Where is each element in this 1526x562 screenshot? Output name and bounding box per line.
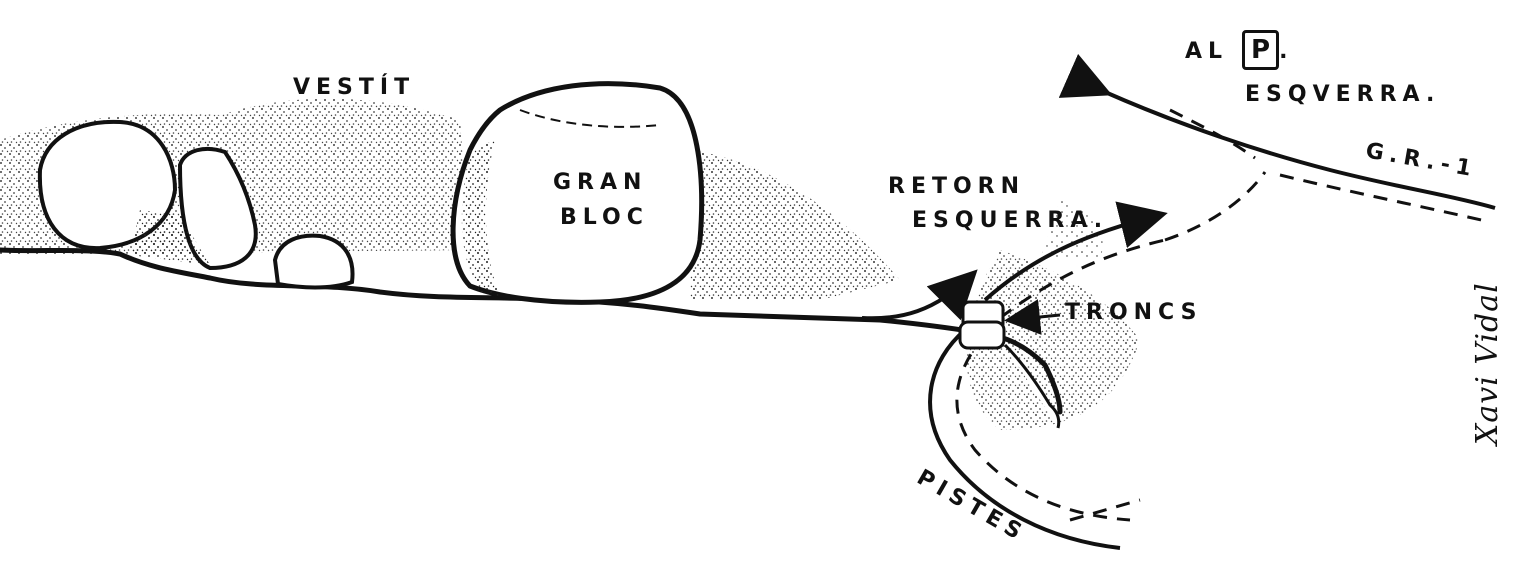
vestit-label: VESTÍT [293,75,415,100]
al-text: AL [1185,39,1228,64]
gran-label: GRAN [553,170,647,195]
retorn-label: RETORN [888,174,1025,199]
troncs-label: TRONCS [1065,300,1202,325]
parking-icon: P [1242,30,1279,70]
esquerra-label: ESQVERRA. [1245,82,1440,107]
retorn-esquerra-label: ESQUERRA. [912,208,1108,233]
author-signature: Xavi Vidal [1470,282,1505,445]
al-parking-label: AL P. [1185,30,1293,70]
al-dot: . [1279,39,1293,64]
bloc-label: BLOC [560,205,649,230]
